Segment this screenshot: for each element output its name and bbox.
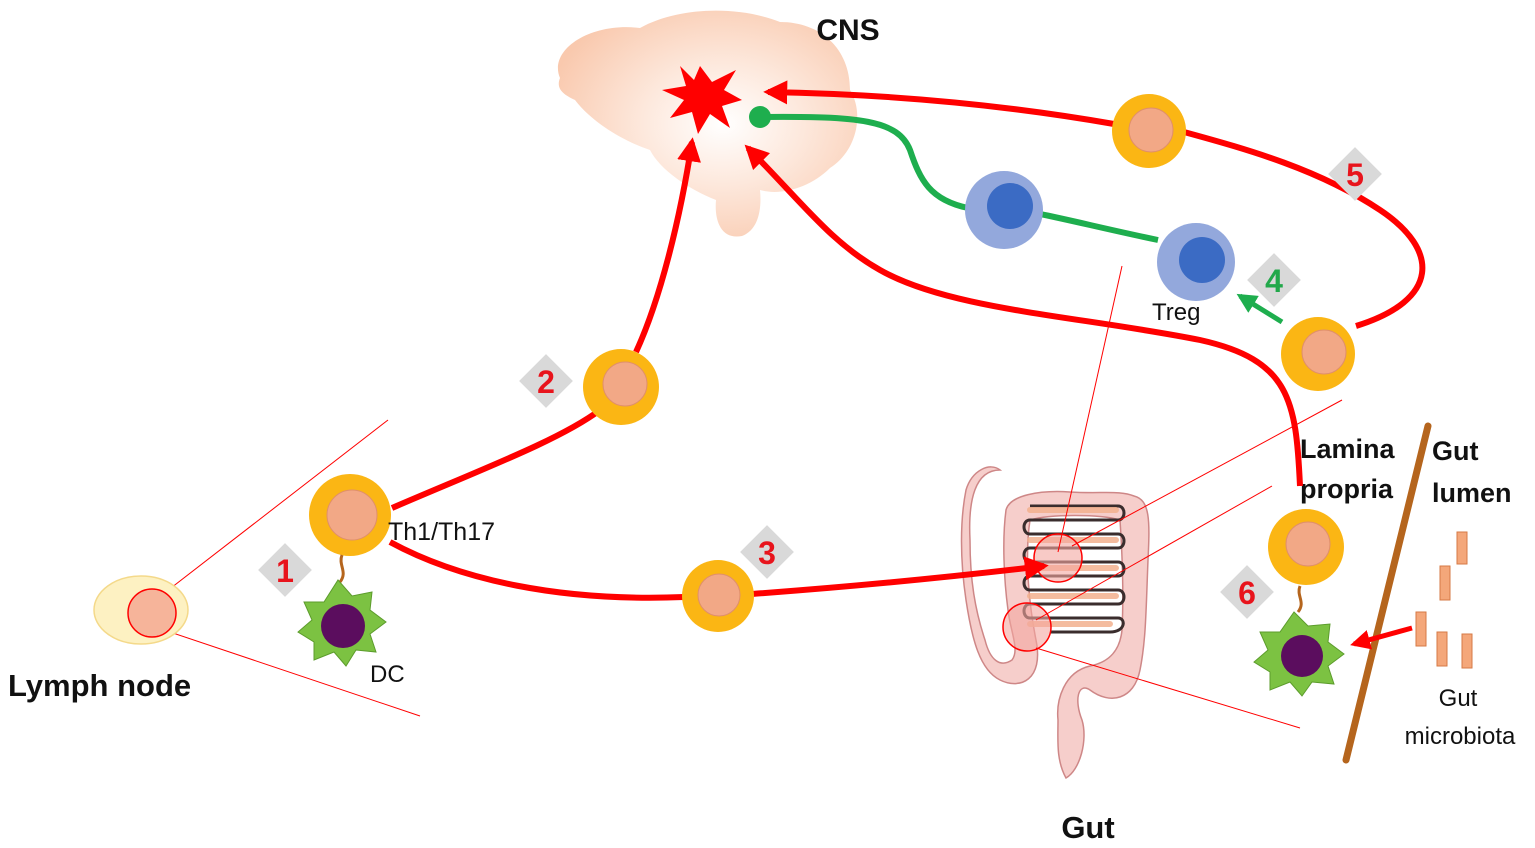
step-number: 4 [1265,263,1283,299]
cns-label: CNS [816,14,879,47]
zoom-line [157,419,389,599]
gut-microbiota [1415,531,1473,669]
path-treg-suppression [1039,211,1159,243]
lymph-node-cell [127,588,177,638]
gut-label: Gut [1061,810,1114,845]
t-cell-nucleus [602,361,648,407]
gut-zoom-circle [1033,533,1083,583]
step-number: 1 [276,553,294,589]
bacterium [1456,531,1468,565]
dendritic-cell-nucleus [1281,635,1323,677]
treg-label: Treg [1152,299,1200,326]
bacterium [1436,631,1448,667]
treg-cell-nucleus [1179,237,1225,283]
step-badge-1: 1 [258,543,312,597]
brain [557,10,858,237]
step-badge-4: 4 [1247,253,1301,307]
th-cell-nucleus [326,489,378,541]
zoom-line [157,627,421,717]
path-3 [388,539,685,601]
step-number: 5 [1346,157,1364,193]
path-5-arrow [763,80,1115,127]
cell-contact [338,554,345,583]
step-number: 3 [758,535,776,571]
lymph-node [93,419,421,717]
path-2-arrow [633,137,701,354]
path-5 [1183,129,1426,329]
step-badge-3: 3 [740,525,794,579]
zoom-line [1035,647,1301,729]
epithelium-line [1342,422,1432,764]
bacterium [1461,633,1473,669]
lesion-icon [662,66,742,134]
microbiota-label-line1: Gut [1439,685,1478,712]
zoom-line [1057,265,1123,553]
gut-lumen-label-line1: Gut [1432,436,1479,466]
t-cell-nucleus [697,573,741,617]
step-number: 6 [1238,575,1256,611]
bacterium [1415,611,1427,647]
path-2 [390,407,602,511]
dc-label: DC [370,661,405,688]
microbiota-label-line2: microbiota [1405,723,1516,750]
path-4-arrow [1236,293,1284,325]
step-badge-5: 5 [1328,147,1382,201]
t-cell-nucleus [1301,329,1347,375]
step-badges: 1 2 3 4 5 6 [258,147,1382,619]
treg-cell-nucleus [987,183,1033,229]
suppression-end-icon [749,106,771,128]
brain-shape [557,10,858,237]
gut-intestine [960,466,1150,780]
step-number: 2 [537,364,555,400]
step-badge-6: 6 [1220,565,1274,619]
path-lamina-to-cns [744,144,1303,487]
gut-zoom-circle [1002,602,1052,652]
lamina-propria-label-line2: propria [1300,474,1394,504]
dendritic-cell-nucleus [321,604,365,648]
zoom-line [1035,485,1273,621]
gut-lumen-label-line2: lumen [1432,478,1512,508]
path-treg-suppression-2 [759,113,969,211]
t-cell-nucleus [1128,107,1174,153]
t-cell-nucleus [1285,521,1331,567]
bacterium [1439,565,1451,601]
pathways [388,80,1426,601]
lamina-propria-label-line1: Lamina [1300,434,1396,464]
path-6-arrow [1350,625,1413,650]
cells [297,94,1355,697]
cell-contact [1296,585,1303,613]
step-badge-2: 2 [519,354,573,408]
path-3-arrow [751,556,1049,597]
lymph-node-label: Lymph node [8,668,191,703]
th1-th17-label: Th1/Th17 [388,518,495,546]
